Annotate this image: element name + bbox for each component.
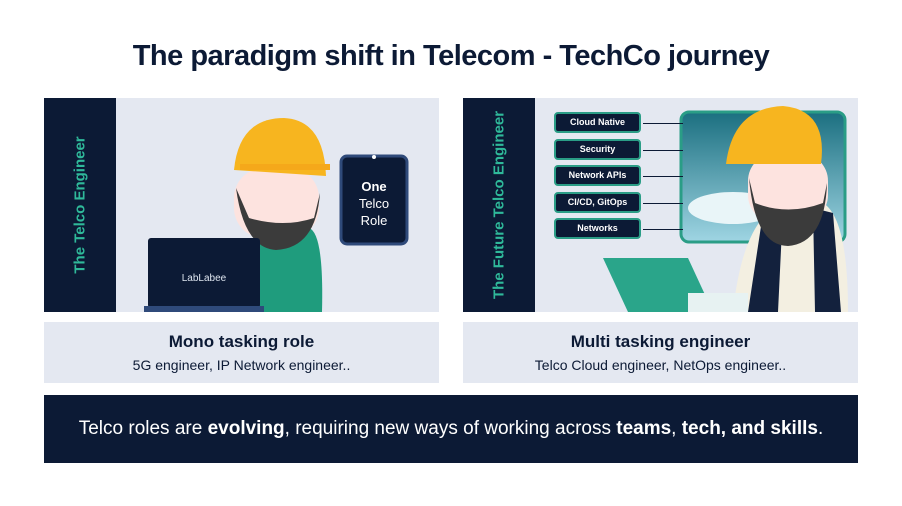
banner-text: Telco roles are — [78, 418, 208, 439]
side-label-bar: The Telco Engineer — [44, 98, 116, 312]
banner-bold: tech, and skills — [681, 418, 818, 439]
page-title: The paradigm shift in Telecom - TechCo j… — [132, 40, 770, 72]
caption-subtitle: Telco Cloud engineer, NetOps engineer.. — [534, 357, 787, 373]
skill-networks: Networks — [554, 218, 641, 239]
connector-line — [643, 176, 683, 177]
connector-line — [643, 203, 683, 204]
connector-line — [643, 123, 683, 124]
banner-bold: teams — [616, 418, 672, 439]
future-engineer-panel: The Future Telco Engineer Cloud Native S… — [463, 98, 858, 312]
banner-text: . — [817, 418, 824, 439]
multi-caption: Multi tasking engineer Telco Cloud engin… — [463, 322, 858, 383]
skill-network-apis: Network APIs — [554, 165, 641, 186]
banner-text: , requiring new ways of working across — [284, 418, 617, 439]
connector-line — [643, 229, 683, 230]
tablet-text: One Telco Role — [358, 179, 390, 228]
caption-title: Multi tasking engineer — [570, 332, 751, 351]
side-label-bar: The Future Telco Engineer — [463, 98, 535, 312]
caption-subtitle: 5G engineer, IP Network engineer.. — [132, 357, 351, 373]
banner-text: , — [671, 418, 682, 439]
future-engineer-illustration — [603, 106, 848, 312]
skill-cicd-gitops: CI/CD, GitOps — [554, 192, 641, 213]
banner-bold: evolving — [207, 418, 285, 439]
summary-banner: Telco roles are evolving, requiring new … — [44, 395, 858, 463]
mono-caption: Mono tasking role 5G engineer, IP Networ… — [44, 322, 439, 383]
laptop-brand-logo: LabLabee — [181, 273, 227, 284]
telco-engineer-panel: The Telco Engineer One Telco Role LabLab… — [44, 98, 439, 312]
skill-cloud-native: Cloud Native — [554, 112, 641, 133]
engineer-illustration — [144, 118, 409, 312]
caption-title: Mono tasking role — [168, 332, 315, 351]
connector-line — [643, 150, 683, 151]
skill-security: Security — [554, 139, 641, 160]
